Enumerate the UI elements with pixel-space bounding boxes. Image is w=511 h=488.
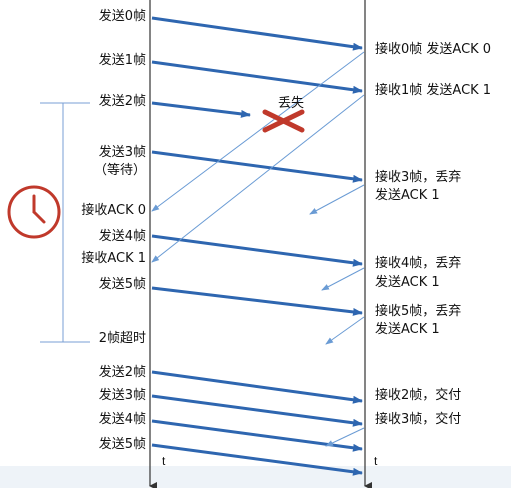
receiver-label-1: 接收1帧 发送ACK 1: [375, 83, 492, 98]
sender-label-recv-ack-1: 接收ACK 1: [81, 251, 146, 266]
sender-label-send-4: 发送4帧: [98, 229, 146, 244]
bottom-strip: [0, 466, 511, 488]
frame-arrow-4: [151, 234, 363, 267]
sender-label-wait: （等待）: [93, 163, 146, 178]
ack-arrow-1: [151, 94, 365, 263]
frame-arrow-5-resend: [151, 443, 363, 476]
ack-arrow-from-3: [309, 184, 365, 215]
sender-label-send-0: 发送0帧: [98, 9, 146, 24]
sender-label-timeout: 2帧超时: [98, 331, 146, 346]
receiver-label-4-discard: 接收4帧，丢弃: [375, 256, 462, 271]
sender-label-send-2: 发送2帧: [98, 94, 146, 109]
lost-label: 丢失: [278, 96, 305, 111]
receiver-label-4-ack: 发送ACK 1: [375, 275, 440, 290]
frame-arrow-4-resend: [151, 419, 363, 452]
sender-label-recv-ack-0: 接收ACK 0: [81, 203, 146, 218]
sender-label-send-1: 发送1帧: [98, 53, 146, 68]
sender-time-label: t: [162, 454, 166, 468]
sender-label-resend-3: 发送3帧: [98, 388, 146, 403]
cross-mark-icon: [262, 109, 305, 133]
frame-arrow-2-lost: [151, 101, 251, 118]
receiver-label-3-discard: 接收3帧，丢弃: [375, 170, 462, 185]
sender-label-resend-2: 发送2帧: [98, 365, 146, 380]
receiver-label-2-deliver: 接收2帧，交付: [375, 388, 462, 403]
sender-label-send-5: 发送5帧: [98, 277, 146, 292]
frame-arrow-2-resend: [151, 370, 363, 404]
clock-icon: [7, 185, 61, 239]
frame-arrow-1: [151, 60, 363, 94]
receiver-label-0: 接收0帧 发送ACK 0: [375, 42, 492, 57]
sender-label-resend-4: 发送4帧: [98, 412, 146, 427]
frame-arrow-0: [151, 16, 363, 51]
frame-arrow-3: [151, 150, 363, 183]
ack-arrow-from-resend-3: [325, 427, 365, 447]
receiver-label-5-ack: 发送ACK 1: [375, 322, 440, 337]
ack-arrow-from-5: [325, 316, 365, 345]
frame-arrow-3-resend: [151, 394, 363, 427]
receiver-label-5-discard: 接收5帧，丢弃: [375, 304, 462, 319]
ack-arrow-0: [151, 51, 365, 212]
frame-arrow-5: [151, 286, 363, 316]
receiver-label-3-ack: 发送ACK 1: [375, 188, 440, 203]
ack-arrow-from-4: [321, 267, 365, 291]
receiver-time-label: t: [374, 454, 378, 468]
receiver-label-3-deliver: 接收3帧，交付: [375, 412, 462, 427]
sender-label-resend-5: 发送5帧: [98, 437, 146, 452]
sender-label-send-3: 发送3帧: [98, 145, 146, 160]
